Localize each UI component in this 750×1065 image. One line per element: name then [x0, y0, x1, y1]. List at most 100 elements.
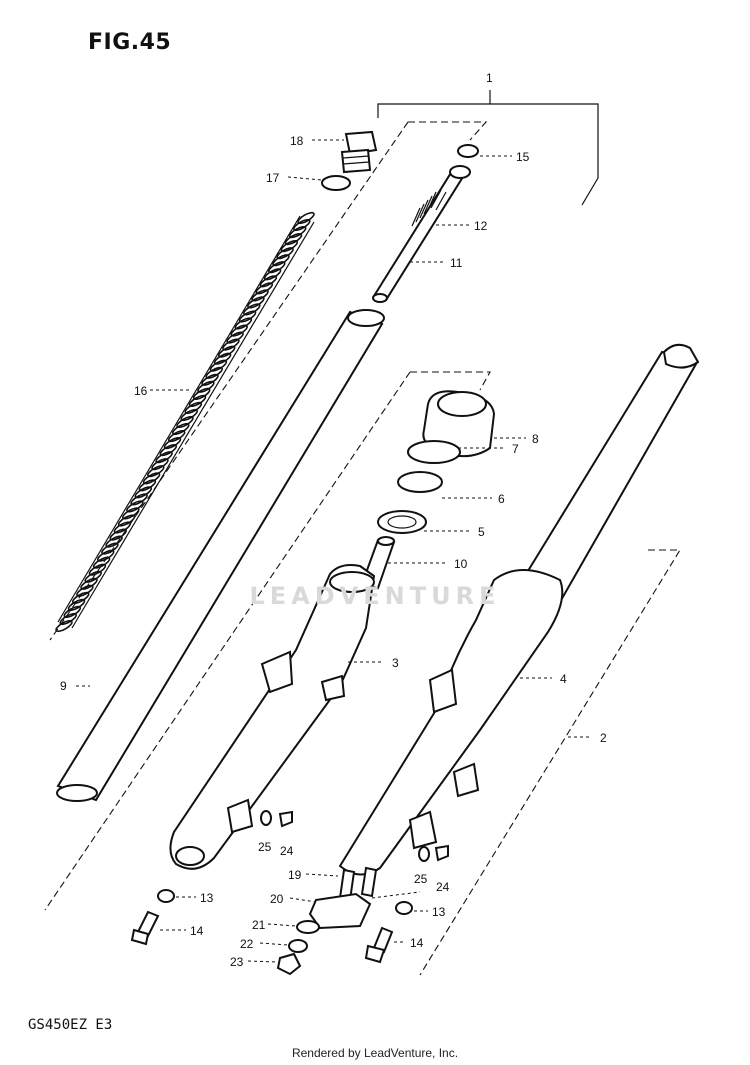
- screw-left: [278, 810, 293, 828]
- spring-coil: [59, 612, 77, 626]
- spring-coil: [201, 373, 219, 386]
- spring-coil: [197, 380, 215, 393]
- piston-ring: [457, 144, 479, 158]
- callout-9: 9: [60, 679, 67, 693]
- callout-14-left: 14: [190, 924, 204, 938]
- gasket-right: [395, 901, 413, 915]
- spring-coil: [184, 401, 203, 414]
- spring-coil: [192, 387, 211, 400]
- spring-coil: [67, 598, 86, 611]
- outer-tube-right: [338, 343, 700, 876]
- callout-15: 15: [516, 150, 530, 164]
- axle-holder-nut: [276, 952, 302, 976]
- spring-coil: [147, 465, 165, 478]
- spring-coil: [180, 408, 198, 422]
- spring-coil: [226, 331, 244, 344]
- screw-right: [434, 844, 449, 862]
- damper-rod: [372, 165, 471, 303]
- callout-17: 17: [266, 171, 280, 185]
- callout-5: 5: [478, 525, 485, 539]
- spring-coil: [176, 415, 194, 429]
- spring-coil: [234, 317, 253, 330]
- spring-coil: [251, 289, 269, 302]
- callout-13-left: 13: [200, 891, 214, 905]
- leader-lines: [76, 139, 592, 963]
- spring-coil: [276, 247, 294, 260]
- spring-coil: [109, 528, 127, 541]
- spring-coil: [101, 542, 119, 555]
- spring-coil: [263, 268, 282, 281]
- bolt-left: [130, 910, 160, 946]
- callout-3: 3: [392, 656, 399, 670]
- spring-coil: [142, 472, 161, 485]
- axle-holder-stud: [338, 866, 378, 902]
- callout-4: 4: [560, 672, 567, 686]
- spring-coil: [297, 211, 315, 225]
- spring-coil: [230, 324, 248, 337]
- callout-25-right: 25: [414, 872, 428, 886]
- spring-coil: [288, 226, 307, 239]
- spring-coil: [122, 507, 140, 520]
- spring-coil: [222, 338, 240, 351]
- spring-coil: [167, 430, 186, 443]
- callout-18: 18: [290, 134, 304, 148]
- callout-16: 16: [134, 384, 148, 398]
- outer-tube-left: [169, 564, 376, 870]
- spring-coil: [159, 444, 178, 457]
- spring-coil: [209, 359, 228, 372]
- callout-10: 10: [454, 557, 468, 571]
- spring-coil: [92, 556, 111, 569]
- spring-coil: [205, 366, 223, 379]
- spring-coil: [138, 479, 157, 492]
- spring-coil: [217, 345, 236, 358]
- model-code: GS450EZ E3: [28, 1017, 113, 1033]
- spring-coil: [243, 303, 261, 316]
- inner-tube: [56, 309, 385, 802]
- render-credit: Rendered by LeadVenture, Inc.: [291, 1046, 459, 1060]
- spring-coil: [188, 394, 207, 407]
- spring-coil: [117, 514, 136, 527]
- spring-coil: [172, 422, 190, 436]
- spring-coil: [293, 218, 311, 232]
- axle-holder: [308, 892, 372, 930]
- bolt-right: [364, 926, 394, 964]
- spring-coil: [151, 458, 169, 471]
- callout-19: 19: [288, 868, 302, 882]
- spring-coil: [113, 521, 132, 534]
- callout-14-right: 14: [410, 936, 424, 950]
- fork-spring: [55, 211, 315, 633]
- callout-24-left: 24: [280, 844, 294, 858]
- callout-2: 2: [600, 731, 607, 745]
- callout-8: 8: [532, 432, 539, 446]
- gasket-left: [157, 889, 175, 903]
- spring-coil: [134, 486, 153, 499]
- spring-coil: [76, 584, 94, 597]
- spring-coil: [155, 451, 173, 464]
- spring-coil: [105, 535, 123, 548]
- fork-cap-bolt: [340, 130, 378, 174]
- callout-7: 7: [512, 442, 519, 456]
- callout-labels: 1 2 3 4 5 6 7 8 9 10 11 12 13 13 14 14 1…: [60, 71, 607, 969]
- figure-title: FIG.45: [88, 30, 172, 55]
- spring-coil: [255, 282, 274, 295]
- spring-coil: [213, 352, 232, 365]
- assembly-brackets: [44, 90, 681, 976]
- oil-seal: [397, 471, 443, 493]
- spring-coil: [63, 605, 82, 618]
- washer-right: [418, 846, 430, 862]
- spring-coil: [84, 570, 102, 583]
- spring-coil: [163, 437, 182, 450]
- callout-24-right: 24: [436, 880, 450, 894]
- callout-1: 1: [486, 71, 493, 85]
- spring-coil: [238, 310, 257, 323]
- washer: [296, 920, 320, 934]
- spring-coil: [88, 563, 107, 576]
- spring-coil: [247, 296, 265, 309]
- spring-coil: [126, 500, 144, 513]
- spring-coil: [80, 577, 98, 590]
- callout-12: 12: [474, 219, 488, 233]
- spring-coil: [130, 493, 148, 506]
- spring-coil: [284, 233, 303, 246]
- spring-coil: [96, 549, 115, 562]
- seal-spacer: [377, 510, 427, 534]
